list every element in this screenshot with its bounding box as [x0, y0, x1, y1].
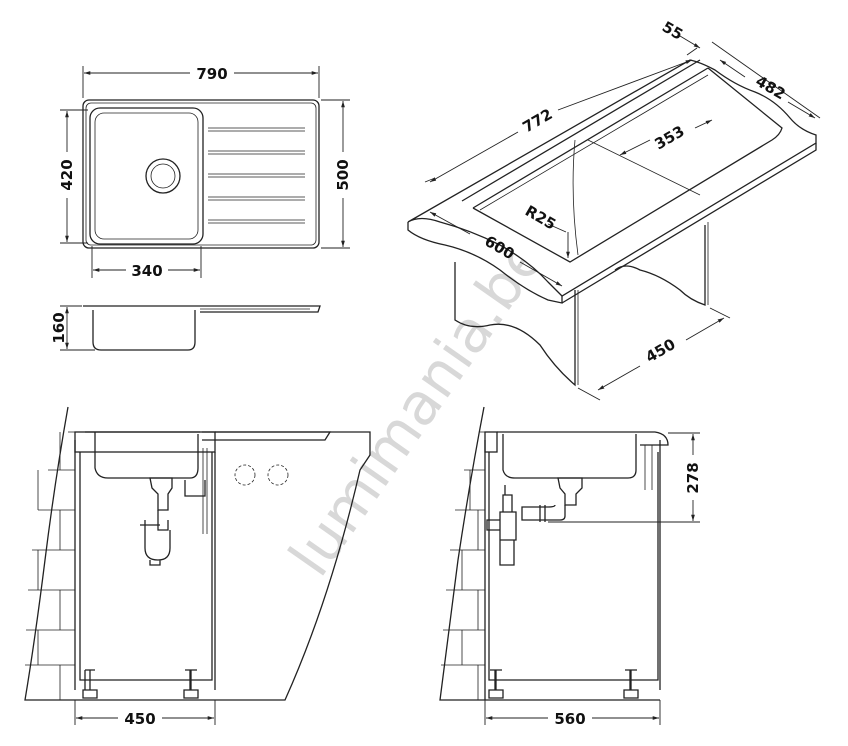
plan-view: 790 420 500 340 [58, 65, 352, 280]
dim-back-offset: 55 [659, 18, 686, 44]
dim-cabinet-width: 560 [554, 710, 585, 728]
dim-cabinet-width: 450 [642, 335, 678, 366]
dim-drain-height: 278 [684, 462, 702, 493]
drain-icon [145, 158, 181, 194]
dim-bowl-width: 340 [131, 262, 162, 280]
dim-width: 790 [196, 65, 227, 83]
dim-cabinet-width: 450 [124, 710, 155, 728]
front-section-view: 450 [24, 406, 371, 728]
side-section-view: 560 278 [439, 406, 702, 728]
dim-bowl-depth: 420 [58, 159, 76, 190]
dim-height: 160 [50, 312, 68, 343]
dim-depth: 500 [334, 159, 352, 190]
dim-length: 772 [519, 105, 555, 136]
side-view: 160 [50, 305, 321, 351]
